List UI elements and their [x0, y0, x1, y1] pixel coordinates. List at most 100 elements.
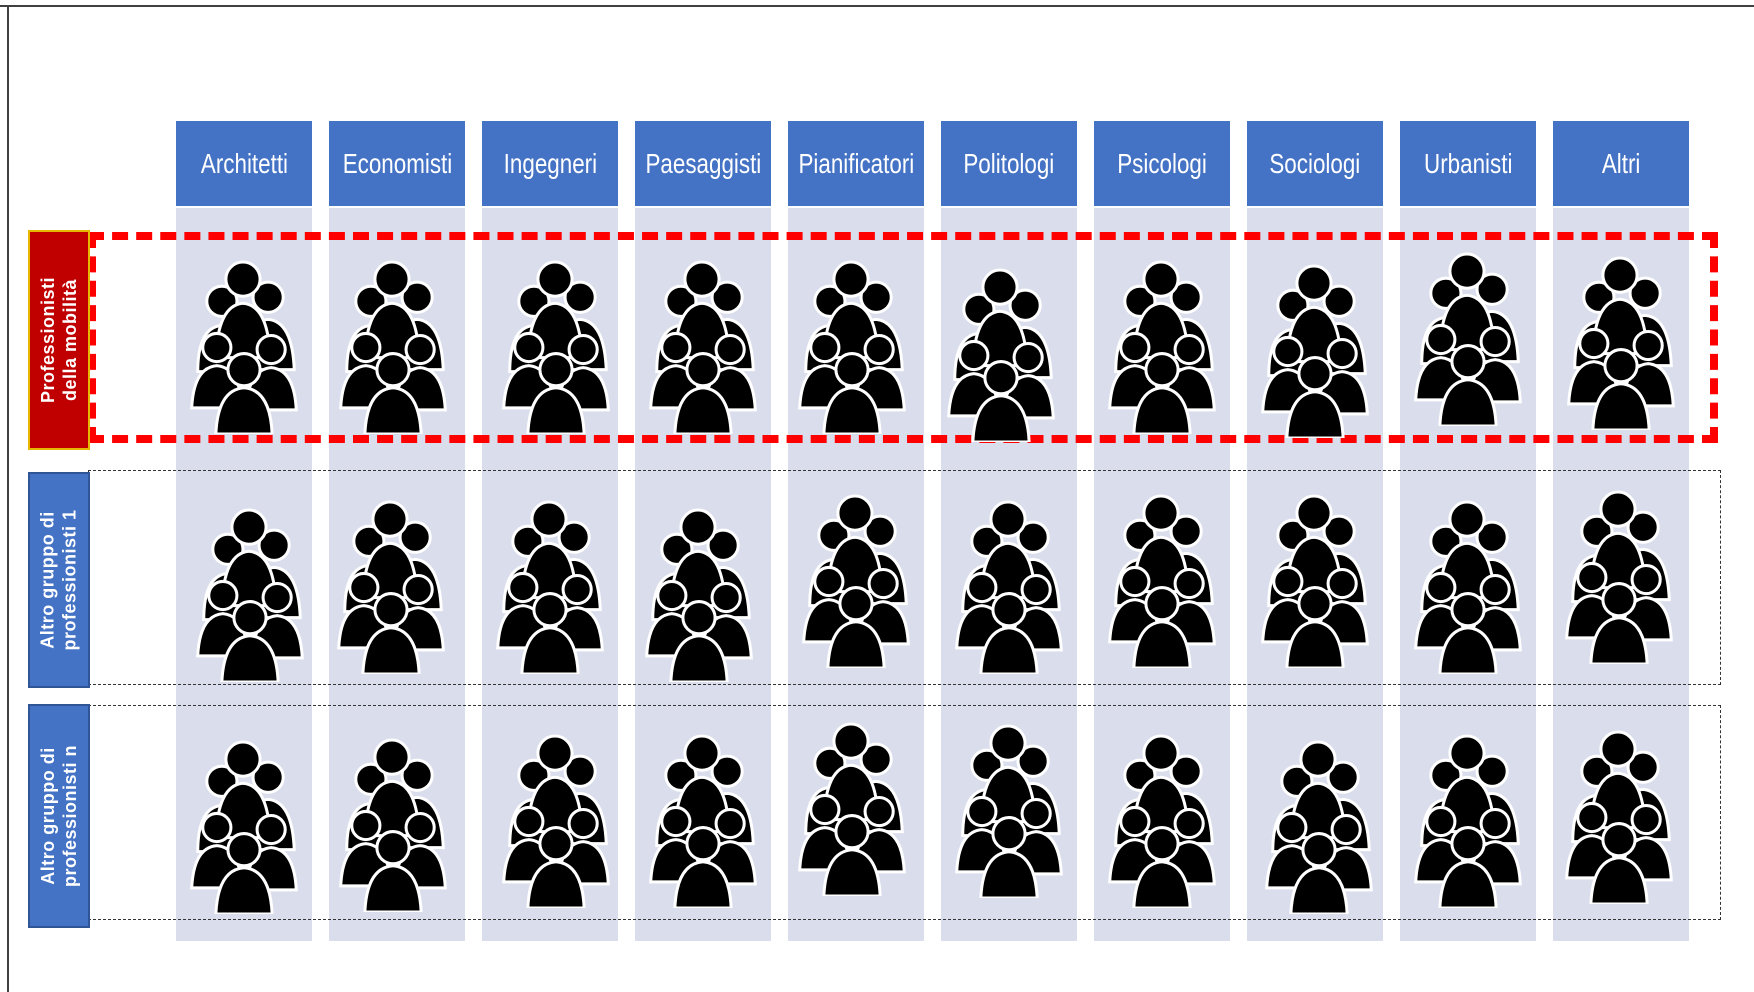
person-body-front	[673, 859, 733, 908]
person-head-front	[1450, 825, 1486, 861]
person-head-mid-left	[1576, 801, 1608, 833]
person-head-front	[532, 591, 568, 627]
person-body-front	[1589, 615, 1649, 664]
person-head-top	[1599, 490, 1637, 528]
person-body-front	[1285, 619, 1345, 668]
person-head-mid-right	[567, 807, 599, 839]
people-group-icon	[1251, 723, 1387, 923]
column-header-economisti: Economisti	[329, 121, 465, 206]
person-head-mid-right	[561, 573, 593, 605]
frame-left-border	[7, 5, 9, 992]
person-head-top	[1142, 494, 1180, 532]
people-group-icon	[482, 483, 618, 683]
people-group-icon	[784, 243, 920, 443]
person-head-mid-right	[255, 813, 287, 845]
person-body-front	[979, 625, 1039, 674]
person-head-top	[679, 508, 717, 546]
person-head-front	[1144, 351, 1180, 387]
column-header-urbanisti: Urbanisti	[1400, 121, 1536, 206]
person-body-front	[669, 633, 729, 682]
person-head-mid-left	[348, 571, 380, 603]
person-body-front	[1132, 385, 1192, 434]
person-head-right	[1628, 276, 1662, 310]
column-header-paesaggisti: Paesaggisti	[635, 121, 771, 206]
person-head-top	[373, 738, 411, 776]
person-body-front	[520, 625, 580, 674]
person-head-right	[1322, 284, 1356, 318]
person-head-front	[1601, 821, 1637, 857]
person-head-mid-right	[567, 333, 599, 365]
person-head-top	[989, 500, 1027, 538]
row-label-line: professionisti n	[60, 744, 81, 888]
people-group-icon	[941, 707, 1077, 907]
person-head-mid-right	[402, 573, 434, 605]
person-head-right	[251, 760, 285, 794]
person-head-right	[863, 514, 897, 548]
person-head-mid-left	[660, 805, 692, 837]
person-head-mid-right	[1479, 573, 1511, 605]
person-head-right	[1322, 514, 1356, 548]
person-head-top	[989, 724, 1027, 762]
person-head-mid-right	[863, 333, 895, 365]
person-head-right	[1016, 744, 1050, 778]
person-head-front	[991, 591, 1027, 627]
person-head-top	[1448, 500, 1486, 538]
column-header-psicologi: Psicologi	[1094, 121, 1230, 206]
person-head-front	[1297, 585, 1333, 621]
person-head-mid-left	[1425, 571, 1457, 603]
column-header-label: Urbanisti	[1423, 147, 1513, 179]
person-head-mid-left	[966, 571, 998, 603]
person-head-front	[538, 825, 574, 861]
person-head-mid-left	[201, 811, 233, 843]
column-header-pianificatori: Pianificatori	[788, 121, 924, 206]
person-head-front	[1601, 581, 1637, 617]
person-head-front	[834, 351, 870, 387]
person-head-mid-right	[1479, 325, 1511, 357]
person-head-right	[859, 742, 893, 776]
column-header-politologi: Politologi	[941, 121, 1077, 206]
person-head-top	[224, 260, 262, 298]
person-head-mid-right	[1020, 797, 1052, 829]
person-body-front	[526, 385, 586, 434]
person-head-mid-left	[1578, 327, 1610, 359]
person-head-right	[1626, 510, 1660, 544]
person-head-front	[232, 599, 268, 635]
person-body-front	[1438, 859, 1498, 908]
person-head-mid-right	[1173, 567, 1205, 599]
person-head-top	[836, 494, 874, 532]
people-group-icon	[784, 705, 920, 905]
person-head-mid-left	[513, 331, 545, 363]
person-head-right	[1475, 272, 1509, 306]
person-head-front	[375, 829, 411, 865]
column-header-label: Altri	[1601, 147, 1641, 179]
person-head-mid-left	[1425, 323, 1457, 355]
person-body-front	[826, 619, 886, 668]
column-header-label: Sociologi	[1269, 147, 1361, 179]
person-head-right	[1169, 280, 1203, 314]
person-body-front	[220, 633, 280, 682]
person-body-front	[1132, 619, 1192, 668]
person-head-mid-right	[867, 567, 899, 599]
person-head-mid-left	[1425, 805, 1457, 837]
person-head-top	[832, 260, 870, 298]
person-head-mid-right	[714, 807, 746, 839]
person-body-front	[673, 385, 733, 434]
people-group-icon	[1094, 717, 1230, 917]
person-head-front	[983, 359, 1019, 395]
person-head-front	[991, 815, 1027, 851]
person-head-top	[230, 508, 268, 546]
person-head-right	[557, 520, 591, 554]
people-group-icon	[488, 243, 624, 443]
person-head-mid-left	[201, 331, 233, 363]
person-head-mid-right	[1326, 337, 1358, 369]
person-head-front	[538, 351, 574, 387]
person-head-top	[371, 500, 409, 538]
person-head-mid-right	[261, 581, 293, 613]
column-header-label: Pianificatori	[798, 147, 914, 179]
person-body-front	[1438, 625, 1498, 674]
person-head-mid-left	[958, 339, 990, 371]
person-head-mid-right	[1330, 813, 1362, 845]
